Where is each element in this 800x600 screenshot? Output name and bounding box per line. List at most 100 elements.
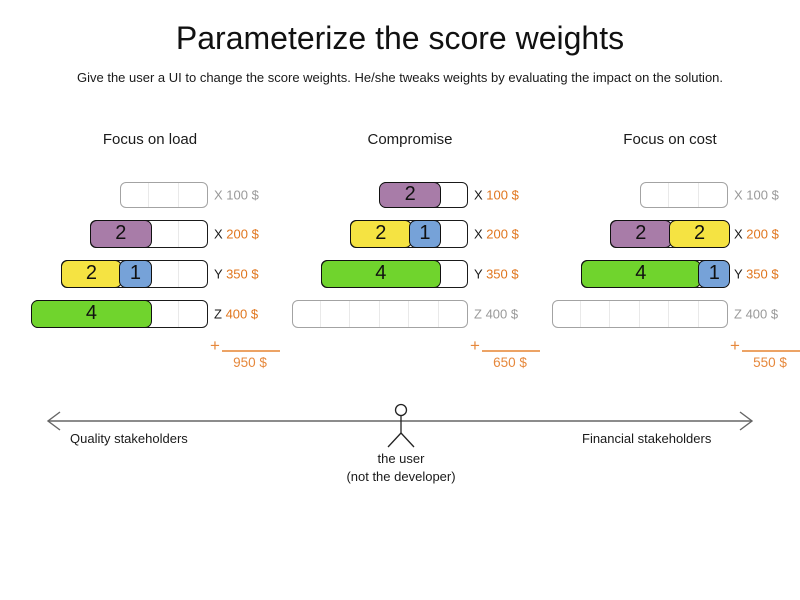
arrowhead-left-icon <box>46 411 61 431</box>
column-header: Compromise <box>367 131 453 148</box>
slider-segment-divider <box>177 301 179 327</box>
constraint-letter: Y <box>214 266 223 282</box>
weight-block: 1 <box>408 219 441 248</box>
slider-segment-divider <box>408 301 410 327</box>
constraint-letter: Z <box>214 306 222 322</box>
constraint-price: 100 $ <box>486 187 519 203</box>
weight-block: 2 <box>90 219 152 248</box>
constraint-letter: Y <box>734 266 743 282</box>
constraint-price: 350 $ <box>486 266 519 282</box>
weight-slider <box>639 182 728 208</box>
weight-block: 2 <box>60 259 123 288</box>
row-cost-label: X 200 $ <box>214 227 259 242</box>
weight-block: 1 <box>698 259 731 288</box>
user-label-line2: (not the developer) <box>346 469 456 484</box>
total-cost: 950 $ <box>233 355 267 370</box>
double-arrow-line <box>46 411 754 431</box>
arrowhead-right-icon <box>739 411 754 431</box>
weight-block: 4 <box>580 259 701 288</box>
sum-block: + 650 $ <box>470 336 540 370</box>
slider-segment-divider <box>319 301 321 327</box>
slider-segment-divider <box>177 221 179 247</box>
constraint-letter: X <box>734 226 743 242</box>
weight-block: 2 <box>668 219 731 248</box>
constraint-price: 400 $ <box>485 306 519 322</box>
weight-slider: 2 <box>90 219 208 248</box>
weight-block: 1 <box>119 259 152 288</box>
slider-segment-divider <box>668 183 670 207</box>
weight-block: 4 <box>320 259 441 288</box>
constraint-price: 200 $ <box>486 226 519 242</box>
slider-segment-divider <box>378 301 380 327</box>
row-cost-label: X 200 $ <box>734 227 779 242</box>
row-cost-label: X 100 $ <box>214 188 259 203</box>
weight-block: 2 <box>610 219 672 248</box>
constraint-price: 350 $ <box>746 266 779 282</box>
sum-block: + 550 $ <box>730 336 800 370</box>
total-cost: 550 $ <box>753 355 787 370</box>
weight-slider: 4 <box>31 299 208 328</box>
slider-segment-divider <box>638 301 640 327</box>
axis-label-quality: Quality stakeholders <box>70 431 188 446</box>
row-cost-label: Z 400 $ <box>734 307 778 322</box>
sum-rule: + <box>210 336 280 355</box>
slider-segment-divider <box>668 301 670 327</box>
constraint-price: 350 $ <box>226 266 259 282</box>
total-cost: 650 $ <box>493 355 527 370</box>
slider-segment-divider <box>177 183 179 207</box>
axis-label-financial: Financial stakeholders <box>582 431 712 446</box>
slider-segment-divider <box>579 301 581 327</box>
slider-segment-divider <box>177 261 179 287</box>
weight-block: 2 <box>350 219 412 248</box>
plus-sign: + <box>210 336 220 355</box>
constraint-price: 400 $ <box>225 306 259 322</box>
constraint-price: 100 $ <box>226 187 259 203</box>
user-label: the user (not the developer) <box>301 450 501 486</box>
weight-block: 4 <box>31 299 152 328</box>
plus-sign: + <box>470 336 480 355</box>
constraint-letter: X <box>474 187 483 203</box>
weight-block: 2 <box>379 181 441 208</box>
slider-segment-divider <box>437 301 439 327</box>
slide-title: Parameterize the score weights <box>175 20 625 56</box>
slider-segment-divider <box>609 301 611 327</box>
row-cost-label: Y 350 $ <box>474 267 519 282</box>
constraint-letter: X <box>214 226 223 242</box>
constraint-letter: Y <box>474 266 483 282</box>
row-cost-label: X 200 $ <box>474 227 519 242</box>
constraint-price: 200 $ <box>746 226 779 242</box>
weight-slider <box>119 182 208 208</box>
plus-sign: + <box>730 336 740 355</box>
weight-slider: 2 <box>379 181 468 208</box>
slider-segment-divider <box>349 301 351 327</box>
constraint-price: 400 $ <box>745 306 779 322</box>
row-cost-label: Y 350 $ <box>734 267 779 282</box>
row-cost-label: X 100 $ <box>474 188 519 203</box>
constraint-letter: X <box>474 226 483 242</box>
row-cost-label: Y 350 $ <box>214 267 259 282</box>
row-cost-label: Z 400 $ <box>214 307 258 322</box>
row-cost-label: Z 400 $ <box>474 307 518 322</box>
column-header: Focus on load <box>102 131 198 148</box>
sum-block: + 950 $ <box>210 336 280 370</box>
constraint-letter: Z <box>734 306 742 322</box>
sum-rule: + <box>470 336 540 355</box>
weight-slider: 4 <box>320 259 468 288</box>
user-label-line1: the user <box>377 451 425 466</box>
slider-segment-divider <box>148 183 150 207</box>
weight-slider <box>551 300 728 328</box>
constraint-price: 100 $ <box>746 187 779 203</box>
column-header: Focus on cost <box>623 131 717 148</box>
constraint-price: 200 $ <box>226 226 259 242</box>
row-cost-label: X 100 $ <box>734 188 779 203</box>
constraint-letter: X <box>214 187 223 203</box>
slider-segment-divider <box>697 301 699 327</box>
weight-slider <box>291 300 468 328</box>
sum-rule: + <box>730 336 800 355</box>
constraint-letter: Z <box>474 306 482 322</box>
